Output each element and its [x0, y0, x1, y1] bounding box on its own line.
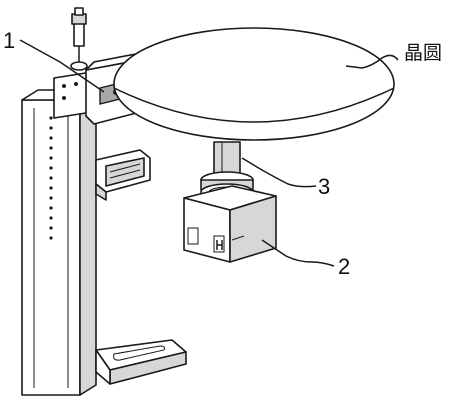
wafer-disk — [113, 27, 395, 141]
callout-label-3: 3 — [318, 174, 331, 199]
callout-label-1: 1 — [3, 28, 16, 53]
leader-lines — [19, 39, 399, 267]
slide-rail-block — [95, 149, 151, 201]
column-holes — [49, 116, 53, 240]
callout-label-wafer: 晶圆 — [404, 42, 443, 64]
base-plate — [95, 339, 187, 385]
mounting-column — [21, 89, 97, 396]
rotary-motor — [183, 185, 277, 263]
callout-label-2: 2 — [338, 254, 351, 279]
